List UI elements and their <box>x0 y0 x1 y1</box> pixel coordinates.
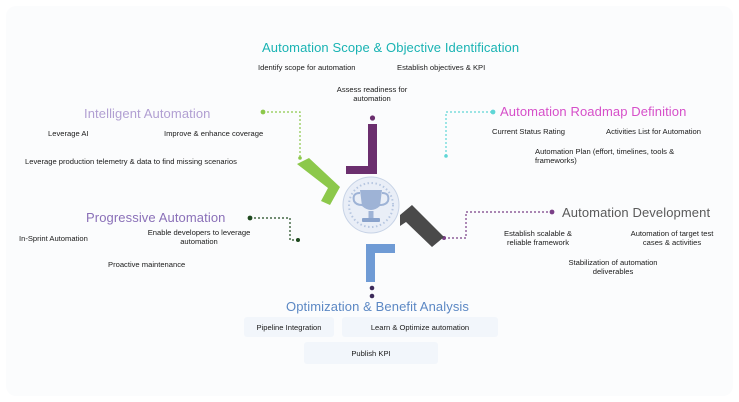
progressive-connector <box>250 217 298 241</box>
intelligent-connector-dot-end <box>298 156 302 160</box>
progressive-connector-dot-start <box>247 215 253 221</box>
intelligent-title: Intelligent Automation <box>84 106 211 121</box>
development-item-stabilization: Stabilization of automation deliverables <box>568 258 658 277</box>
optimization-item-kpi: Publish KPI <box>304 342 438 364</box>
intelligent-connector <box>263 111 301 158</box>
progressive-title: Progressive Automation <box>86 210 226 225</box>
intelligent-connector-dot-start <box>260 109 266 115</box>
scope-arm <box>346 124 377 174</box>
trophy-icon <box>342 176 400 234</box>
development-item-target-cases: Automation of target test cases & activi… <box>630 229 714 248</box>
scope-item-readiness: Assess readiness for automation <box>336 85 408 104</box>
optimization-item-pipeline: Pipeline Integration <box>244 317 334 337</box>
intelligent-item-telemetry: Leverage production telemetry & data to … <box>25 157 237 166</box>
roadmap-connector <box>445 111 493 156</box>
optimization-item-learn: Learn & Optimize automation <box>342 317 498 337</box>
scope-title: Automation Scope & Objective Identificat… <box>262 40 520 55</box>
intelligent-item-coverage: Improve & enhance coverage <box>164 129 264 138</box>
optimization-arm-dot-2 <box>369 293 375 299</box>
development-arm <box>400 205 444 247</box>
roadmap-connector-dot-start <box>444 154 448 158</box>
progressive-item-in-sprint: In-Sprint Automation <box>19 234 88 243</box>
scope-item-identify: Identify scope for automation <box>258 63 356 72</box>
roadmap-connector-dot-end <box>490 109 496 115</box>
roadmap-title: Automation Roadmap Definition <box>500 104 687 119</box>
progressive-item-enable-devs: Enable developers to leverage automation <box>147 228 251 247</box>
scope-arm-dot <box>369 115 376 121</box>
development-connector-dot-end <box>549 209 555 215</box>
roadmap-item-plan: Automation Plan (effort, timelines, tool… <box>535 147 675 166</box>
optimization-title: Optimization & Benefit Analysis <box>286 299 470 314</box>
progressive-connector-dot-end <box>296 238 300 242</box>
progressive-item-proactive: Proactive maintenance <box>108 260 186 269</box>
development-item-framework: Establish scalable & reliable framework <box>504 229 572 248</box>
development-title: Automation Development <box>562 205 711 220</box>
intelligent-arm <box>297 158 340 205</box>
roadmap-item-status: Current Status Rating <box>492 127 566 136</box>
optimization-arm <box>366 244 395 282</box>
optimization-arm-dot-1 <box>369 285 375 291</box>
roadmap-item-activities: Activities List for Automation <box>606 127 701 136</box>
intelligent-item-ai: Leverage AI <box>48 129 89 138</box>
scope-item-objectives: Establish objectives & KPI <box>397 63 486 72</box>
